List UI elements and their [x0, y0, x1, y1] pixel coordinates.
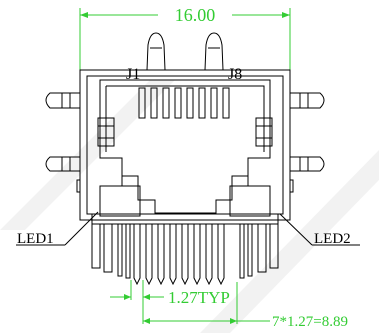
outer-shell: [79, 69, 291, 221]
pin-pitch-dimension: 1.27TYP: [168, 288, 230, 307]
led1-label: LED1: [17, 231, 54, 247]
side-posts: [76, 179, 294, 193]
contact-fingers: [138, 87, 230, 119]
side-tab-right-lower: [290, 156, 325, 172]
pin-span-dimension: 7*1.27=8.89: [272, 314, 348, 330]
side-tab-left-upper: [45, 92, 80, 109]
overall-width-dimension: 16.00: [175, 5, 216, 25]
pin-j1-label: J1: [126, 66, 140, 83]
led-window-left: [99, 185, 141, 217]
top-tab-left: [146, 32, 166, 71]
connector-body: [45, 32, 325, 225]
led2-label: LED2: [314, 231, 351, 247]
side-tab-left-lower: [45, 156, 80, 172]
pin-j8-label: J8: [228, 66, 242, 83]
latch-left: [97, 117, 115, 147]
shell-inner-outline: [86, 75, 284, 215]
side-tab-right-upper: [290, 92, 325, 109]
led-window-right: [229, 185, 271, 217]
latch-right: [255, 117, 273, 147]
pin-leads: [91, 224, 279, 286]
port-opening: [99, 79, 271, 214]
led-leaders: [16, 211, 360, 246]
base-plate: [91, 213, 279, 225]
dimension-lines: [79, 8, 291, 324]
dimension-arrows: [80, 12, 290, 324]
top-tab-right: [204, 32, 224, 71]
